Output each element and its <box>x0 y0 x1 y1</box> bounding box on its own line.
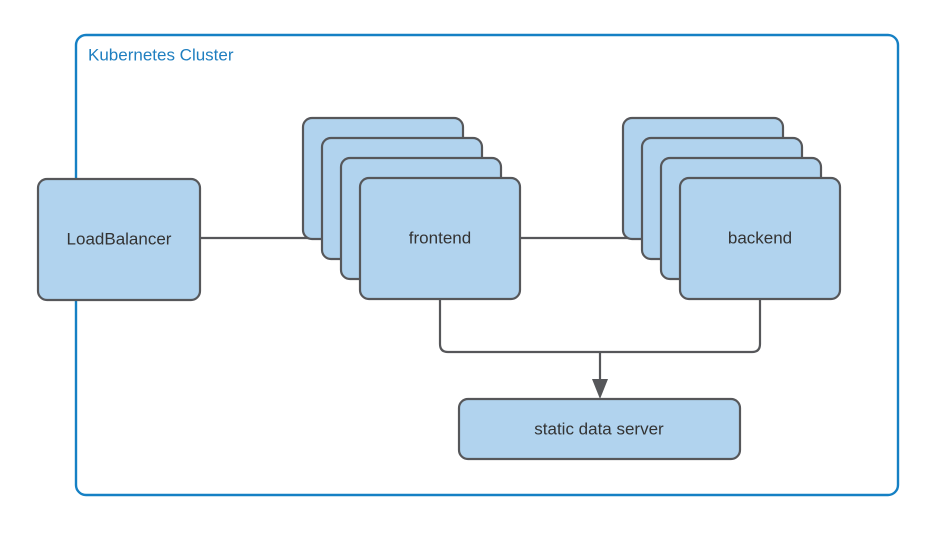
replica-card-front[interactable] <box>358 176 522 301</box>
arrowhead-down-icon <box>592 379 608 399</box>
replica-card-front[interactable] <box>678 176 842 301</box>
node-static-data-server[interactable]: static data server <box>457 397 742 461</box>
edge-line <box>438 299 600 354</box>
node-rect[interactable] <box>36 177 202 302</box>
node-backend[interactable]: backend <box>621 116 842 301</box>
node-loadbalancer[interactable]: LoadBalancer <box>36 177 202 302</box>
cluster-title-label: Kubernetes Cluster <box>88 45 234 64</box>
edge-merge-to-static-data-server <box>592 352 608 399</box>
edge-line <box>600 299 762 354</box>
edge-frontend-to-static-data-server <box>438 299 600 354</box>
edge-backend-to-static-data-server <box>600 299 762 354</box>
node-rect[interactable] <box>457 397 742 461</box>
node-frontend[interactable]: frontend <box>301 116 522 301</box>
